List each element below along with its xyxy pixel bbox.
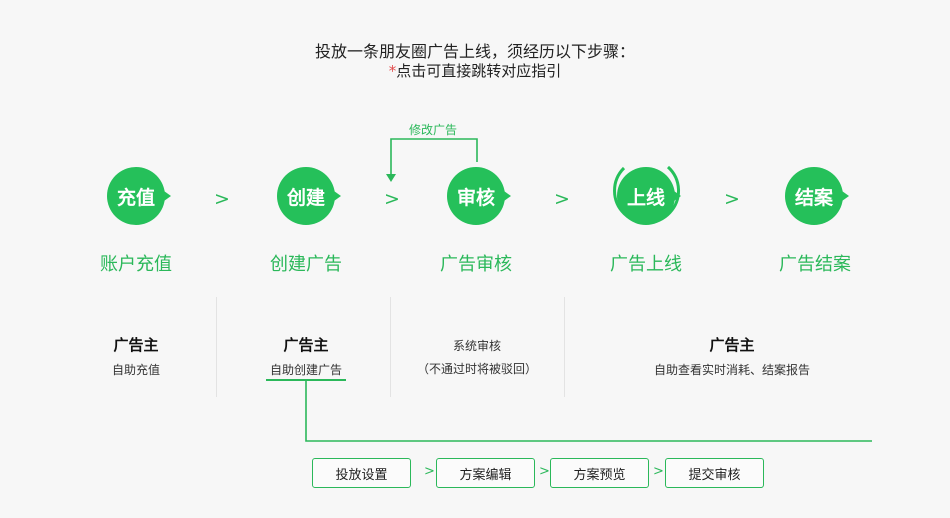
diagram-title: 投放一条朋友圈广告上线，须经历以下步骤： bbox=[314, 42, 636, 61]
phase-2-desc[interactable]: 自助创建广告 bbox=[269, 363, 343, 377]
phase-4-desc: 自助查看实时消耗、结案报告 bbox=[653, 363, 811, 377]
step-label-close[interactable]: 广告结案 bbox=[779, 254, 851, 275]
phase-1-desc: 自助充值 bbox=[111, 363, 161, 377]
substep-plan-preview-label: 方案预览 bbox=[573, 467, 626, 483]
substep-submit-review-label: 提交审核 bbox=[688, 467, 741, 483]
substep-ad-settings-label: 投放设置 bbox=[335, 467, 388, 483]
phase-divider-3 bbox=[564, 297, 565, 397]
step-recharge[interactable]: 充值 bbox=[107, 167, 171, 225]
step-create-text: 创建 bbox=[286, 186, 325, 209]
step-arrow-3: > bbox=[554, 188, 570, 210]
step-label-live[interactable]: 广告上线 bbox=[610, 254, 682, 275]
step-label-review[interactable]: 广告审核 bbox=[440, 254, 512, 275]
step-review-text: 审核 bbox=[456, 186, 495, 209]
substep-ad-settings[interactable]: 投放设置 bbox=[312, 458, 411, 488]
revise-ad-label[interactable]: 修改广告 bbox=[408, 123, 458, 137]
substep-submit-review[interactable]: 提交审核 bbox=[665, 458, 764, 488]
substep-arrow-1: > bbox=[424, 464, 435, 479]
step-arrow-1: > bbox=[214, 188, 230, 210]
step-review[interactable]: 审核 bbox=[447, 167, 511, 225]
step-arrow-4: > bbox=[724, 188, 740, 210]
substep-arrow-2: > bbox=[539, 464, 550, 479]
step-live-text: 上线 bbox=[626, 186, 665, 209]
create-branch-line bbox=[305, 381, 872, 442]
phase-4-role: 广告主 bbox=[709, 336, 755, 354]
substep-plan-edit-label: 方案编辑 bbox=[459, 467, 512, 483]
phase-divider-1 bbox=[216, 297, 217, 397]
phase-1-role: 广告主 bbox=[113, 336, 159, 354]
substep-arrow-3: > bbox=[653, 464, 664, 479]
step-live[interactable]: 上线 bbox=[617, 167, 681, 225]
phase-2-role: 广告主 bbox=[283, 336, 329, 354]
diagram-note: *点击可直接跳转对应指引 bbox=[389, 60, 562, 81]
step-arrow-2: > bbox=[384, 188, 400, 210]
revise-loop-arrowhead bbox=[386, 174, 396, 182]
step-close[interactable]: 结案 bbox=[785, 167, 849, 225]
phase-divider-2 bbox=[390, 297, 391, 397]
step-label-create[interactable]: 创建广告 bbox=[270, 254, 342, 275]
substep-plan-edit[interactable]: 方案编辑 bbox=[436, 458, 535, 488]
step-label-recharge[interactable]: 账户充值 bbox=[100, 254, 172, 275]
revise-loop-line bbox=[390, 138, 478, 176]
note-asterisk: * bbox=[388, 62, 397, 80]
phase-3-desc: 系统审核 bbox=[452, 339, 502, 353]
note-text: 点击可直接跳转对应指引 bbox=[396, 62, 562, 80]
substep-plan-preview[interactable]: 方案预览 bbox=[550, 458, 649, 488]
create-ad-underline bbox=[266, 379, 346, 381]
step-close-text: 结案 bbox=[794, 186, 833, 209]
step-create[interactable]: 创建 bbox=[277, 167, 341, 225]
step-recharge-text: 充值 bbox=[116, 186, 155, 209]
phase-3-desc-note: （不通过时将被驳回） bbox=[416, 362, 538, 376]
